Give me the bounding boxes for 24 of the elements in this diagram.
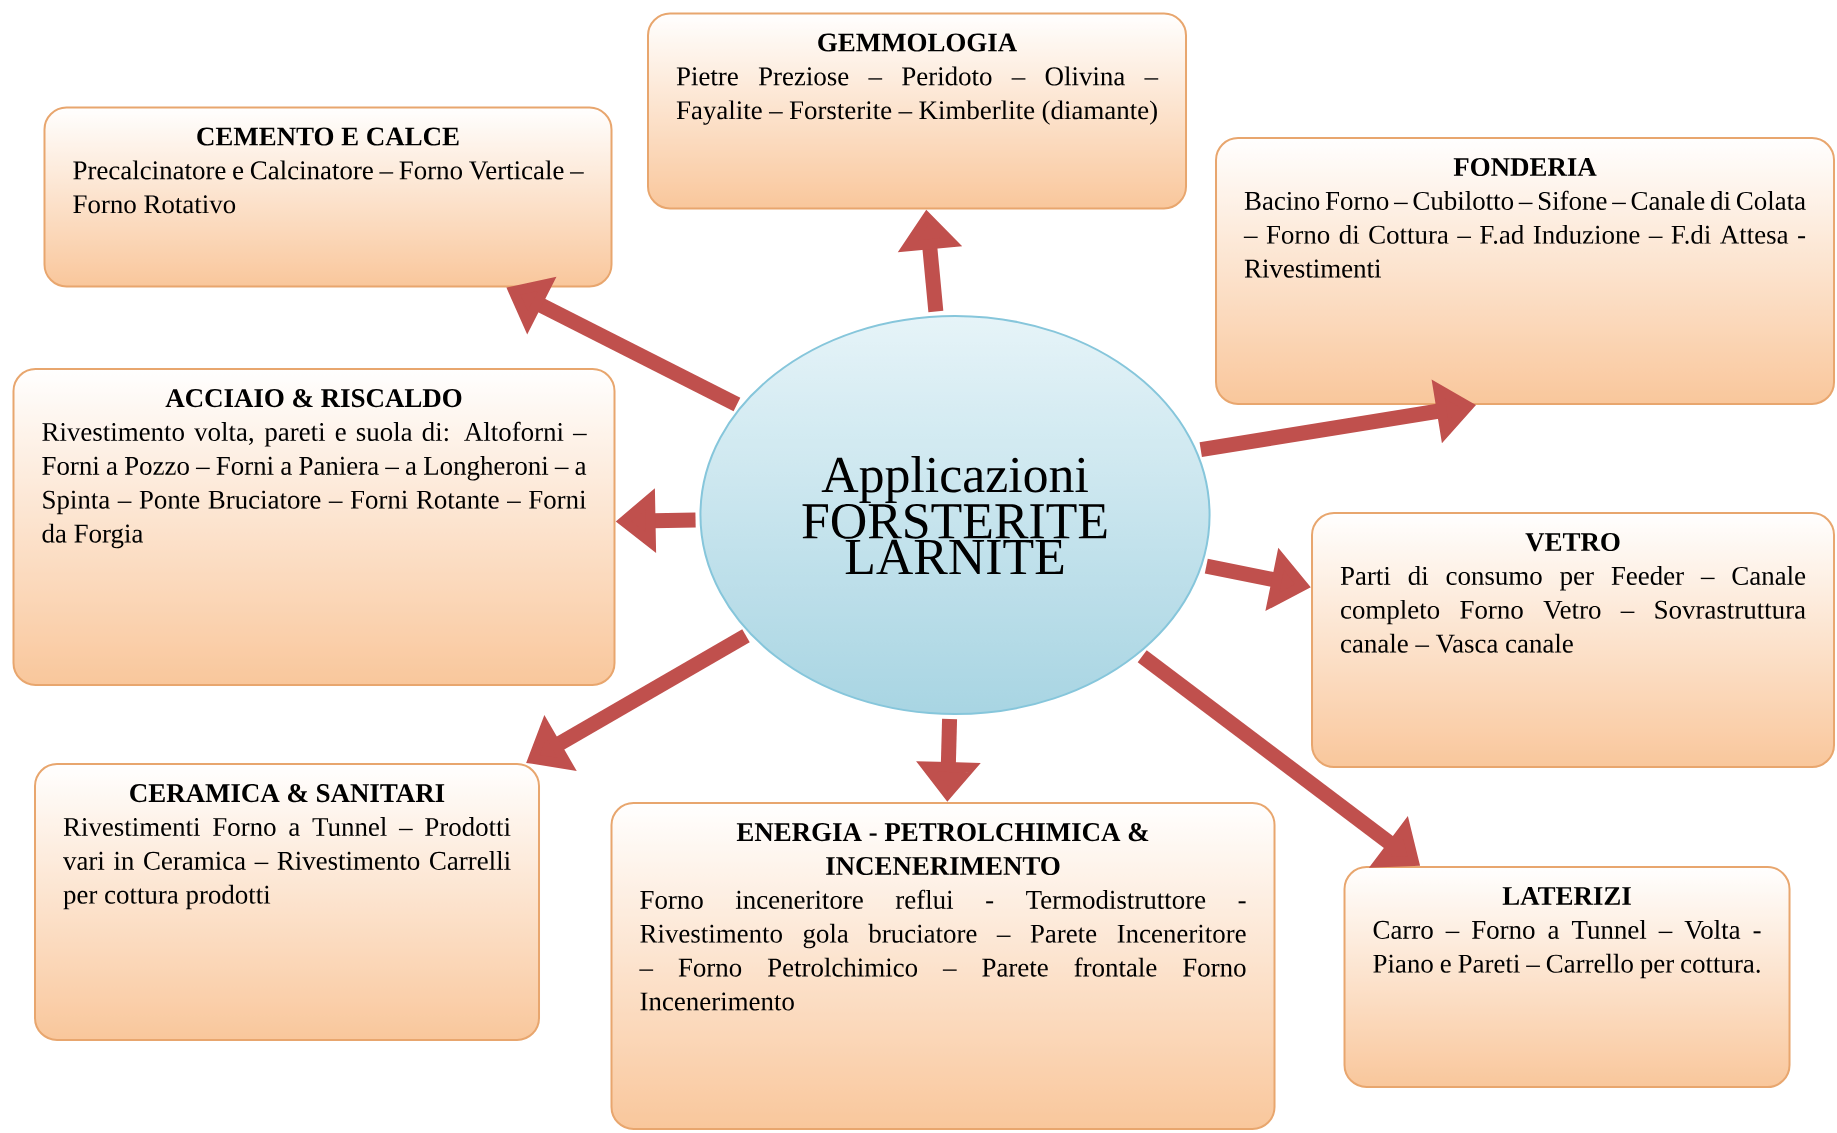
application-box <box>1215 137 1836 405</box>
box-heading: VETRO <box>1525 533 1620 552</box>
box-heading: ENERGIA - PETROLCHIMICA & INCENERIMENTO <box>736 823 1149 876</box>
box-text: Bacino Forno – Cubilotto – Sifone – Canale di Colata – Forno di Cottura – F.ad Induzione – F.di Attesa - Rivestimenti <box>1243 190 1806 278</box>
box-heading: ACCIAIO & RISCALDO <box>165 389 462 408</box>
box-heading: GEMMOLOGIA <box>818 33 1017 52</box>
application-box <box>12 368 616 686</box>
application-box <box>647 12 1187 210</box>
application-box <box>1343 866 1791 1088</box>
application-box <box>34 763 540 1041</box>
box-text: Carro – Forno a Tunnel – Volta - Piano e Pareti – Carrello per cottura. <box>1373 919 1761 979</box>
box-heading: CEMENTO E CALCE <box>197 127 459 146</box>
box-heading: FONDERIA <box>1453 158 1597 177</box>
box-text: Parti di consumo per Feeder – Canale completo Forno Vetro – Sovrastruttura canale – Vasca canale <box>1340 566 1806 653</box>
application-box <box>1311 512 1835 768</box>
box-text: Forno inceneritore reflui - Termodistruttore - Rivestimento gola bruciatore – Parete Inceneritore – Forno Petrolchimico – Parete frontale Forno Incenerimento <box>639 889 1246 1011</box>
application-box <box>610 802 1276 1130</box>
box-heading: CERAMICA & SANITARI <box>130 784 445 803</box>
application-box <box>43 106 613 288</box>
box-heading: LATERIZI <box>1502 887 1631 905</box>
box-text: Pietre Preziose – Peridoto – Olivina – Fayalite – Forsterite – Kimberlite (diamante) <box>676 66 1159 125</box>
box-text: Rivestimenti Forno a Tunnel – Prodotti vari in Ceramica – Rivestimento Carrelli per cottura prodotti <box>63 817 511 910</box>
box-text: Precalcinatore e Calcinatore – Forno Verticale – Forno Rotativo <box>73 160 584 214</box>
box-text: Rivestimento volta, pareti e suola di: Altoforni – Forni a Pozzo – Forni a Paniera – a Longheroni – a Spinta – Ponte Bruciatore – Forni Rotante – Forni da Forgia <box>42 421 587 549</box>
